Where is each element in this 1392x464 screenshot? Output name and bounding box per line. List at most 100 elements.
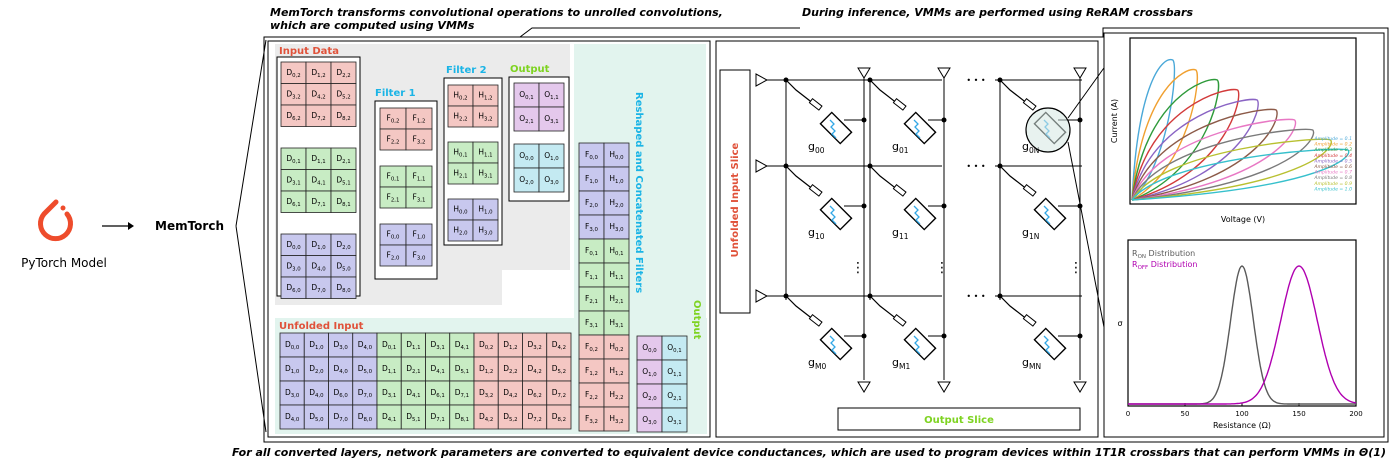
iv-hysteresis-loop bbox=[1131, 88, 1240, 201]
memristor-wave bbox=[829, 119, 837, 139]
grid-cell bbox=[578, 286, 605, 312]
grid-cell-text: O0,0 bbox=[519, 151, 534, 162]
grid-cell bbox=[661, 335, 688, 361]
grid-cell-text: F3,1 bbox=[413, 193, 426, 204]
grid-cell bbox=[497, 332, 523, 358]
grid-cell-text: D1,1 bbox=[406, 340, 420, 351]
grid-cell-text: H0,1 bbox=[453, 148, 467, 159]
grid-cell bbox=[472, 219, 499, 242]
grid-cell-text: H0,0 bbox=[609, 150, 624, 161]
iv-legend-entry: Amplitude = 0.2 bbox=[1313, 142, 1352, 148]
row-ellipsis: • • • bbox=[966, 76, 985, 85]
caption-top-right: During inference, VMMs are performed usi… bbox=[802, 6, 1194, 19]
grid-cell-text: D5,0 bbox=[309, 412, 324, 423]
input-data-title: Input Data bbox=[279, 46, 339, 57]
grid-cell bbox=[473, 356, 499, 382]
dist-xtick-label: 0 bbox=[1126, 410, 1130, 418]
grid-cell-text: F3,0 bbox=[585, 222, 598, 233]
grid-cell-text: D1,2 bbox=[311, 68, 325, 79]
grid-cell-text: D3,2 bbox=[479, 388, 493, 399]
transistor-body bbox=[808, 314, 823, 327]
grid-cell bbox=[400, 404, 426, 430]
grid-cell-text: D0,2 bbox=[286, 68, 300, 79]
transistor-lead bbox=[869, 165, 899, 191]
transistor-lead bbox=[785, 79, 815, 105]
grid-cell-text: D1,2 bbox=[503, 340, 517, 351]
memristor-body bbox=[819, 197, 853, 231]
grid-cell-text: D2,2 bbox=[336, 68, 350, 79]
pytorch-logo-dot bbox=[60, 205, 66, 211]
crossbar-cell: g1N bbox=[997, 163, 1083, 241]
grid-cell bbox=[472, 162, 499, 185]
crossbar-cell: g00 bbox=[783, 77, 867, 155]
grid-cell-text: F3,0 bbox=[413, 251, 426, 262]
grid-cell-text: F2,1 bbox=[387, 193, 400, 204]
grid-cell-text: D0,1 bbox=[382, 340, 396, 351]
grid-cell-text: H2,1 bbox=[453, 169, 467, 180]
arrow-head bbox=[128, 222, 134, 230]
grid-cell-text: D4,0 bbox=[285, 412, 300, 423]
grid-cell-text: F0,1 bbox=[387, 172, 400, 183]
grid-cell-text: D5,2 bbox=[552, 364, 566, 375]
transistor-lead bbox=[869, 295, 899, 321]
grid-cell-text: D5,1 bbox=[455, 364, 469, 375]
conductance-label: gMN bbox=[1022, 356, 1041, 371]
row-driver-triangle bbox=[755, 159, 769, 173]
filter1-block: F0,1 F1,1F2,1 F3,1 bbox=[379, 165, 433, 209]
grid-cell-text: H3,1 bbox=[478, 169, 492, 180]
grid-cell-text: D3,1 bbox=[286, 175, 300, 186]
grid-cell bbox=[425, 404, 451, 430]
iv-legend-entry: Amplitude = 0.7 bbox=[1313, 170, 1352, 176]
grid-cell bbox=[473, 380, 499, 406]
reshaped-title: Reshaped and Concatenated Filters bbox=[633, 92, 644, 293]
transistor-body bbox=[808, 184, 823, 197]
column-top-triangle bbox=[1073, 67, 1087, 79]
dist-chart-xlabel: Resistance (Ω) bbox=[1213, 421, 1271, 430]
grid-cell-text: D6,2 bbox=[527, 388, 541, 399]
grid-cell bbox=[538, 106, 565, 132]
grid-cell-text: H3,0 bbox=[609, 222, 624, 233]
memristor-wave bbox=[913, 335, 921, 355]
transistor-lead bbox=[999, 295, 1029, 321]
grid-cell-text: O1,0 bbox=[642, 367, 657, 378]
memristor-wave bbox=[829, 205, 837, 225]
column-top-triangle bbox=[937, 67, 951, 79]
iv-chart-xlabel: Voltage (V) bbox=[1221, 215, 1265, 224]
conductance-label: g0N bbox=[1022, 140, 1039, 155]
grid-cell-text: H2,0 bbox=[453, 226, 468, 237]
column-ground-triangle bbox=[1073, 381, 1087, 393]
grid-cell bbox=[473, 404, 499, 430]
arrow-right-icon bbox=[102, 222, 134, 230]
grid-cell-text: D2,1 bbox=[336, 154, 350, 165]
unfolded-input-title: Unfolded Input bbox=[279, 321, 364, 332]
grid-cell-text: H0,2 bbox=[453, 91, 467, 102]
grid-cell bbox=[578, 406, 605, 432]
grid-cell bbox=[603, 382, 630, 408]
grid-cell-text: H3,2 bbox=[609, 414, 623, 425]
grid-cell-text: D7,0 bbox=[333, 412, 348, 423]
transistor-lead bbox=[785, 165, 815, 191]
grid-cell-text: O1,0 bbox=[544, 151, 559, 162]
grid-cell-text: O2,0 bbox=[519, 175, 534, 186]
grid-cell-text: D6,0 bbox=[333, 388, 348, 399]
grid-cell bbox=[497, 356, 523, 382]
grid-cell-text: D2,0 bbox=[309, 364, 324, 375]
grid-cell-text: F1,1 bbox=[413, 172, 426, 183]
grid-cell-text: F0,2 bbox=[387, 114, 400, 125]
bitline-dot bbox=[1077, 117, 1083, 123]
grid-cell bbox=[279, 404, 305, 430]
grid-cell-text: D7,2 bbox=[311, 111, 325, 122]
grid-cell bbox=[661, 383, 688, 409]
grid-cell bbox=[513, 167, 540, 193]
grid-cell bbox=[303, 380, 329, 406]
grid-cell bbox=[603, 406, 630, 432]
grid-cell bbox=[330, 104, 357, 127]
dist-legend-entry: RON Distribution bbox=[1132, 249, 1195, 260]
